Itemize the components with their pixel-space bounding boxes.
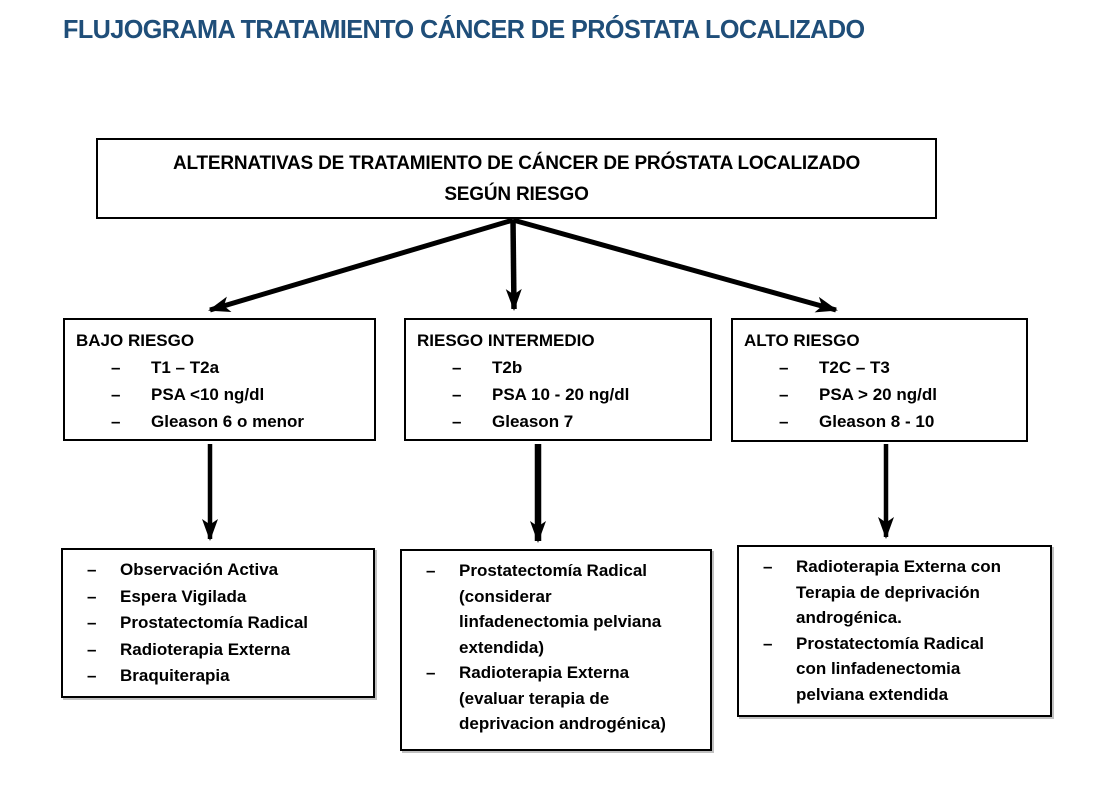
alto-riesgo-treatments-list: –Radioterapia Externa con Terapia de dep… [739, 554, 1050, 707]
riesgo-intermedio-treatments-box: –Prostatectomía Radical (considerar linf… [400, 549, 712, 751]
dash-bullet: – [111, 385, 121, 404]
dash-bullet: – [111, 412, 121, 431]
bajo-riesgo-criteria-list: –T1 – T2a –PSA <10 ng/dl –Gleason 6 o me… [65, 354, 374, 435]
list-item: –T1 – T2a [111, 354, 374, 381]
list-item: –T2b [452, 354, 710, 381]
list-item: –Radioterapia Externa [87, 637, 373, 664]
root-alternatives-box: ALTERNATIVAS DE TRATAMIENTO DE CÁNCER DE… [96, 138, 937, 219]
list-item: –Prostatectomía Radical (considerar linf… [426, 558, 710, 660]
list-item: –PSA <10 ng/dl [111, 381, 374, 408]
dash-bullet: – [452, 412, 462, 431]
list-item: –Radioterapia Externa (evaluar terapia d… [426, 660, 710, 737]
dash-bullet: – [111, 358, 121, 377]
dash-bullet: – [779, 358, 789, 377]
dash-bullet: – [426, 561, 436, 580]
dash-bullet: – [87, 639, 97, 659]
list-item: –Radioterapia Externa con Terapia de dep… [763, 554, 1050, 631]
bajo-riesgo-treatments-box: –Observación Activa –Espera Vigilada –Pr… [61, 548, 375, 698]
riesgo-intermedio-heading: RIESGO INTERMEDIO [417, 331, 595, 350]
alto-riesgo-heading: ALTO RIESGO [744, 331, 860, 350]
root-box-line2: SEGÚN RIESGO [444, 183, 589, 205]
dash-bullet: – [87, 560, 97, 579]
riesgo-intermedio-box: RIESGO INTERMEDIO –T2b –PSA 10 - 20 ng/d… [404, 318, 712, 441]
alto-riesgo-box: ALTO RIESGO –T2C – T3 –PSA > 20 ng/dl –G… [731, 318, 1028, 442]
dash-bullet: – [452, 385, 462, 404]
dash-bullet: – [763, 633, 773, 653]
list-item: –PSA 10 - 20 ng/dl [452, 381, 710, 408]
list-item: –PSA > 20 ng/dl [779, 381, 1026, 408]
dash-bullet: – [87, 666, 97, 685]
page-title: FLUJOGRAMA TRATAMIENTO CÁNCER DE PRÓSTAT… [63, 14, 865, 44]
list-item: –Observación Activa [87, 557, 373, 584]
dash-bullet: – [87, 613, 97, 632]
bajo-riesgo-heading: BAJO RIESGO [76, 331, 195, 350]
riesgo-intermedio-treatments-list: –Prostatectomía Radical (considerar linf… [402, 558, 710, 737]
alto-riesgo-treatments-box: –Radioterapia Externa con Terapia de dep… [737, 545, 1052, 717]
alto-riesgo-criteria-list: –T2C – T3 –PSA > 20 ng/dl –Gleason 8 - 1… [733, 354, 1026, 435]
arrow-root-to-bajo-riesgo [208, 217, 514, 313]
riesgo-intermedio-criteria-list: –T2b –PSA 10 - 20 ng/dl –Gleason 7 [406, 354, 710, 435]
bajo-riesgo-treatments-list: –Observación Activa –Espera Vigilada –Pr… [63, 557, 373, 690]
arrow-root-to-riesgo-intermedio [505, 219, 522, 311]
list-item: –Prostatectomía Radical con linfadenecto… [763, 631, 1050, 708]
list-item: –T2C – T3 [779, 354, 1026, 381]
arrow-root-to-alto-riesgo [512, 217, 838, 313]
dash-bullet: – [452, 358, 462, 377]
dash-bullet: – [779, 412, 789, 431]
list-item: –Braquiterapia [87, 663, 373, 690]
dash-bullet: – [763, 557, 773, 576]
list-item: –Gleason 7 [452, 408, 710, 435]
list-item: –Gleason 8 - 10 [779, 408, 1026, 435]
list-item: –Espera Vigilada [87, 584, 373, 611]
list-item: –Prostatectomía Radical [87, 610, 373, 637]
root-box-line1: ALTERNATIVAS DE TRATAMIENTO DE CÁNCER DE… [172, 152, 861, 174]
bajo-riesgo-box: BAJO RIESGO –T1 – T2a –PSA <10 ng/dl –Gl… [63, 318, 376, 441]
list-item: –Gleason 6 o menor [111, 408, 374, 435]
dash-bullet: – [779, 385, 789, 404]
dash-bullet: – [87, 586, 97, 606]
dash-bullet: – [426, 663, 436, 682]
